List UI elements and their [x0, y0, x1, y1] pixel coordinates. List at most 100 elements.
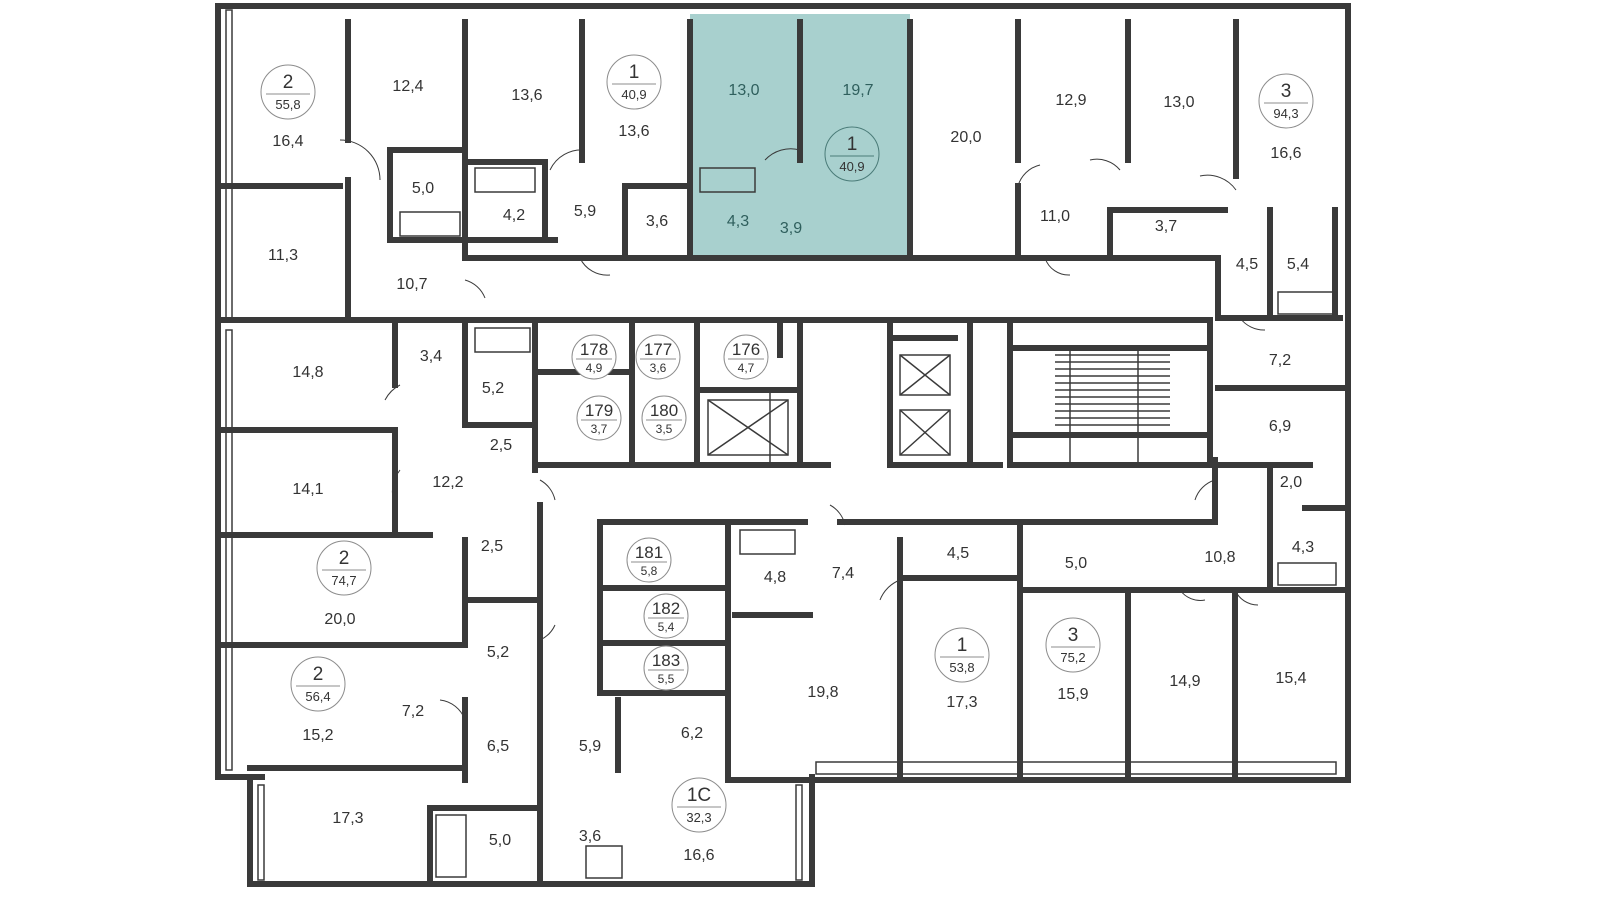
room-area: 13,0 — [728, 82, 759, 99]
storage-badge[interactable]: 181 5,8 — [626, 537, 672, 583]
room-labels: 12,4 13,6 16,4 13,6 13,0 19,7 20,0 12,9 … — [268, 78, 1314, 864]
storage-badge[interactable]: 176 4,7 — [723, 334, 769, 380]
room-area: 13,6 — [511, 87, 542, 104]
unit-total: 74,7 — [331, 573, 356, 588]
unit-rooms: 1С — [687, 785, 711, 806]
room-area: 12,2 — [432, 474, 463, 491]
room-area: 5,0 — [412, 180, 434, 197]
room-area: 19,8 — [807, 684, 838, 701]
storage-area: 4,9 — [586, 361, 603, 375]
room-area: 6,2 — [681, 725, 703, 742]
room-area: 4,3 — [1292, 539, 1314, 556]
room-area: 3,7 — [1155, 218, 1177, 235]
room-area: 6,9 — [1269, 418, 1291, 435]
storage-number: 176 — [732, 340, 760, 359]
room-area: 7,2 — [402, 703, 424, 720]
room-area: 17,3 — [946, 694, 977, 711]
room-area: 20,0 — [324, 611, 355, 628]
unit-total: 53,8 — [949, 660, 974, 675]
storage-number: 183 — [652, 651, 680, 670]
unit-badge[interactable]: 1С 32,3 — [671, 777, 727, 833]
room-area: 11,3 — [268, 247, 298, 264]
room-area: 14,9 — [1169, 673, 1200, 690]
room-area: 16,4 — [272, 133, 303, 150]
room-area: 4,8 — [764, 569, 786, 586]
storage-area: 3,6 — [650, 361, 667, 375]
unit-rooms: 1 — [629, 62, 640, 83]
unit-total: 75,2 — [1060, 650, 1085, 665]
unit-rooms: 2 — [339, 548, 350, 569]
room-area: 5,9 — [574, 203, 596, 220]
storage-area: 3,7 — [591, 422, 608, 436]
room-area: 4,5 — [947, 545, 969, 562]
room-area: 13,0 — [1163, 94, 1194, 111]
room-area: 3,6 — [579, 828, 601, 845]
unit-badge[interactable]: 3 94,3 — [1258, 73, 1314, 129]
storage-area: 5,8 — [641, 564, 658, 578]
room-area: 12,9 — [1055, 92, 1086, 109]
room-area: 10,8 — [1204, 549, 1235, 566]
room-area: 5,0 — [489, 832, 511, 849]
unit-rooms: 1 — [847, 134, 858, 155]
storage-number: 180 — [650, 401, 678, 420]
room-area: 15,2 — [302, 727, 333, 744]
room-area: 6,5 — [487, 738, 509, 755]
room-area: 20,0 — [950, 129, 981, 146]
room-area: 16,6 — [683, 847, 714, 864]
room-area: 13,6 — [618, 123, 649, 140]
room-area: 2,0 — [1280, 474, 1302, 491]
door-arcs — [339, 139, 1266, 721]
room-area: 2,5 — [490, 437, 512, 454]
unit-badge[interactable]: 1 40,9 — [606, 54, 662, 110]
room-area: 3,6 — [646, 213, 668, 230]
unit-total: 40,9 — [839, 159, 864, 174]
unit-rooms: 2 — [283, 72, 294, 93]
room-area: 4,3 — [727, 213, 749, 230]
room-area: 15,4 — [1275, 670, 1306, 687]
room-area: 11,0 — [1040, 208, 1070, 225]
unit-badge[interactable]: 1 53,8 — [934, 627, 990, 683]
unit-badge[interactable]: 2 55,8 — [260, 64, 316, 120]
room-area: 10,7 — [396, 276, 427, 293]
room-area: 7,4 — [832, 565, 854, 582]
storage-badge[interactable]: 180 3,5 — [641, 395, 687, 441]
storage-number: 179 — [585, 401, 613, 420]
room-area: 16,6 — [1270, 145, 1301, 162]
storage-badge[interactable]: 177 3,6 — [635, 334, 681, 380]
room-area: 5,2 — [482, 380, 504, 397]
room-area: 14,1 — [292, 481, 323, 498]
unit-badge[interactable]: 2 56,4 — [290, 656, 346, 712]
room-area: 14,8 — [292, 364, 323, 381]
room-area: 19,7 — [842, 82, 873, 99]
room-area: 5,0 — [1065, 555, 1087, 572]
room-area: 3,4 — [420, 348, 442, 365]
room-area: 5,9 — [579, 738, 601, 755]
unit-badge[interactable]: 2 74,7 — [316, 540, 372, 596]
room-area: 5,4 — [1287, 256, 1309, 273]
unit-total: 32,3 — [686, 810, 711, 825]
unit-rooms: 3 — [1281, 81, 1292, 102]
room-area: 4,5 — [1236, 256, 1258, 273]
room-area: 3,9 — [780, 220, 802, 237]
walls — [215, 3, 1351, 887]
unit-badge-selected[interactable]: 1 40,9 — [824, 126, 880, 182]
unit-total: 56,4 — [305, 689, 330, 704]
unit-total: 55,8 — [275, 97, 300, 112]
unit-rooms: 1 — [957, 635, 968, 656]
unit-total: 94,3 — [1273, 106, 1298, 121]
unit-badge[interactable]: 3 75,2 — [1045, 617, 1101, 673]
room-area: 17,3 — [332, 810, 363, 827]
storage-number: 177 — [644, 340, 672, 359]
window-frames — [225, 9, 1337, 881]
storage-badge[interactable]: 182 5,4 — [643, 593, 689, 639]
room-area: 15,9 — [1057, 686, 1088, 703]
storage-area: 5,5 — [658, 672, 675, 686]
storage-badge[interactable]: 179 3,7 — [576, 395, 622, 441]
room-area: 5,2 — [487, 644, 509, 661]
storage-badge[interactable]: 183 5,5 — [643, 645, 689, 691]
storage-badge[interactable]: 178 4,9 — [571, 334, 617, 380]
room-area: 12,4 — [392, 78, 423, 95]
room-area: 4,2 — [503, 207, 525, 224]
storage-area: 4,7 — [738, 361, 755, 375]
